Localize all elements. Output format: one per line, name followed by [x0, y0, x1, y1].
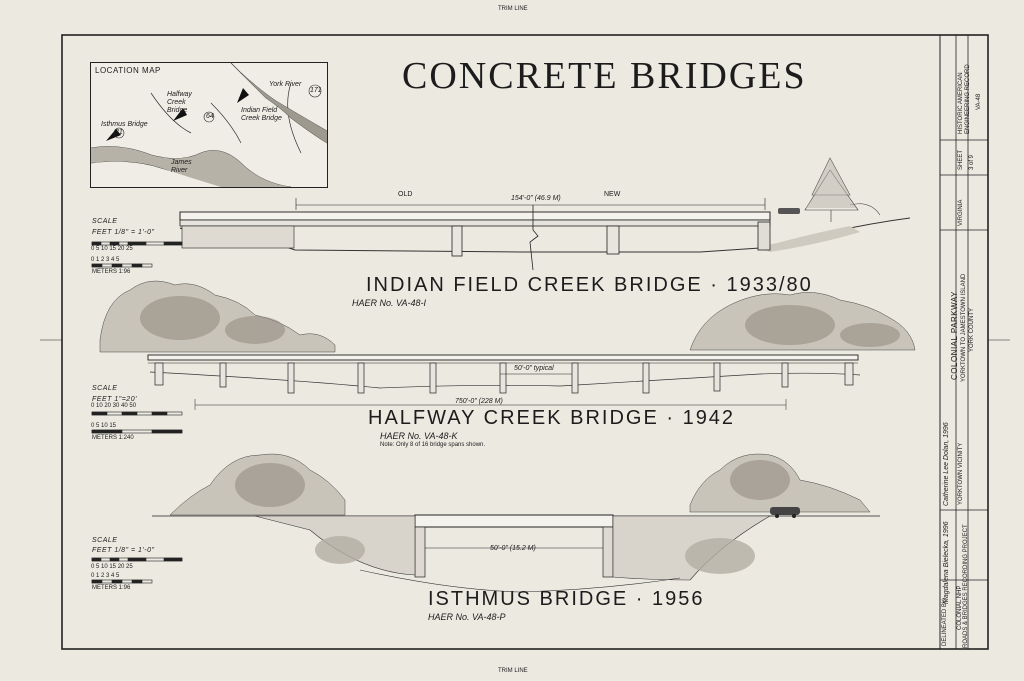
- map-label-york-river: York River: [269, 81, 302, 88]
- scale-feet-2: FEET 1"=20': [92, 396, 137, 403]
- scale-label-3: SCALE: [92, 537, 118, 544]
- title-block-park: COLONIAL PARKWAY: [950, 291, 959, 380]
- scale-meter-ticks-3: 0 1 2 3 4 5: [91, 573, 120, 579]
- location-map-title: LOCATION MAP: [95, 66, 161, 75]
- title-block-county: YORK COUNTY: [969, 307, 975, 352]
- dim-span-indian-field: 154'-0" (46.9 M): [511, 195, 561, 202]
- title-block-location: YORKTOWN TO JAMESTOWN ISLAND: [961, 273, 967, 382]
- title-block-artist-2: Catherine Lee Dolan, 1996: [943, 422, 950, 506]
- title-block-record: HISTORIC AMERICAN ENGINEERING RECORD: [958, 64, 971, 134]
- isthmus-elevation: [152, 453, 880, 593]
- scale-meters-2: METERS 1:240: [92, 435, 134, 441]
- map-label-indian-field: Indian Field Creek Bridge: [241, 107, 282, 122]
- bridge-title-indian-field: INDIAN FIELD CREEK BRIDGE · 1933/80: [366, 274, 813, 296]
- dim-typical-halfway: 50'-0" typical: [514, 365, 554, 372]
- haer-halfway: HAER No. VA-48-K: [380, 431, 458, 441]
- dim-new-label: NEW: [604, 191, 621, 198]
- haer-isthmus: HAER No. VA-48-P: [428, 612, 506, 622]
- scale-bars: [91, 241, 183, 584]
- map-label-isthmus: Isthmus Bridge: [101, 121, 148, 128]
- dim-old-label: OLD: [398, 191, 413, 198]
- map-label-route-171: 171: [310, 87, 322, 94]
- map-label-james-river: James River: [171, 159, 192, 174]
- map-label-route-64: 64: [206, 113, 214, 120]
- title-block-artist-1: Magdalena Bielecka, 1996: [943, 521, 950, 604]
- title-block-recording: ROADS & BRIDGES RECORDING PROJECT: [963, 524, 969, 648]
- map-label-route-31: 31: [115, 129, 123, 136]
- bridge-title-halfway: HALFWAY CREEK BRIDGE · 1942: [368, 407, 736, 429]
- title-block-haer-number: VA-48: [976, 93, 982, 110]
- scale-meter-ticks-2: 0 5 10 15: [91, 423, 117, 429]
- scale-feet-ticks-3: 0 5 10 15 20 25: [91, 564, 133, 570]
- dim-span-isthmus: 50'-0" (15.2 M): [490, 545, 536, 552]
- scale-label-2: SCALE: [92, 385, 118, 392]
- note-halfway: Note: Only 8 of 16 bridge spans shown.: [380, 442, 486, 448]
- title-block-frame: [939, 34, 989, 650]
- page-title: CONCRETE BRIDGES: [402, 55, 807, 97]
- location-map: LOCATION MAP York River 171 Halfway Cree…: [90, 62, 328, 188]
- scale-feet-1: FEET 1/8" = 1'-0": [92, 229, 155, 236]
- scale-label-1: SCALE: [92, 218, 118, 225]
- scale-meters-3: METERS 1:96: [92, 585, 131, 591]
- title-block-sheet: SHEET: [958, 149, 964, 170]
- halfway-creek-elevation: [99, 280, 916, 410]
- scale-feet-ticks-1: 0 5 10 15 20 25: [91, 246, 133, 252]
- indian-field-creek-elevation: [179, 157, 911, 271]
- map-label-halfway-creek: Halfway Creek Bridge: [167, 91, 192, 114]
- haer-indian-field: HAER No. VA-48-I: [352, 298, 427, 308]
- scale-meter-ticks-1: 0 1 2 3 4 5: [91, 257, 120, 263]
- trim-line-bottom: TRIM LINE: [498, 668, 528, 674]
- scale-feet-ticks-2: 0 10 20 30 40 50: [91, 403, 137, 409]
- scale-meters-1: METERS 1:96: [92, 269, 131, 275]
- title-block-sheet-number: 3 of 9: [969, 154, 975, 170]
- dim-span-halfway: 750'-0" (228 M): [455, 398, 503, 405]
- scale-feet-3: FEET 1/8" = 1'-0": [92, 547, 155, 554]
- title-block-vicinity: YORKTOWN VICINITY: [958, 442, 964, 505]
- title-block-state: VIRGINIA: [958, 199, 964, 226]
- bridge-title-isthmus: ISTHMUS BRIDGE · 1956: [428, 588, 705, 610]
- trim-line-top: TRIM LINE: [498, 6, 528, 12]
- title-block-delineated: DELINEATED BY:: [942, 597, 948, 646]
